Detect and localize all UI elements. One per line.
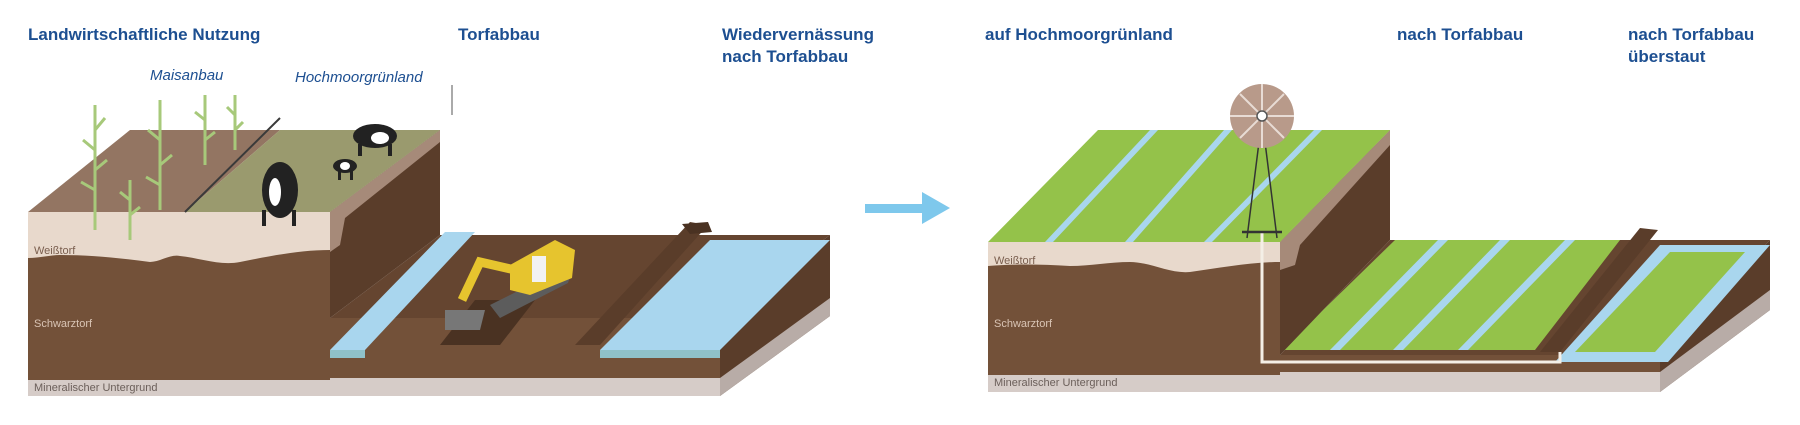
label-white-peat: Weißtorf xyxy=(34,245,76,257)
subtitle-maize: Maisanbau xyxy=(150,67,224,84)
dam-ridge xyxy=(1540,228,1658,352)
calf-icon xyxy=(333,159,357,180)
cow-icon xyxy=(353,124,397,156)
maize-plants-icon xyxy=(80,95,245,240)
title-rewetting-line1: Wiedervernässung xyxy=(722,25,874,44)
slab-right-mineral xyxy=(1660,290,1770,392)
title-grassland: auf Hochmoorgrünland xyxy=(985,25,1173,44)
white-peat-band xyxy=(28,212,330,264)
mineral-front xyxy=(988,372,1660,392)
dam-ridge-top xyxy=(682,222,712,234)
excavator-icon xyxy=(445,240,575,330)
label-mineral: Mineralischer Untergrund xyxy=(34,382,158,394)
slab-right-side xyxy=(720,235,830,396)
label-mineral: Mineralischer Untergrund xyxy=(994,377,1118,389)
after-block: Weißtorf Schwarztorf Mineralischer Unter… xyxy=(988,84,1770,392)
title-after-extraction: nach Torfabbau xyxy=(1397,25,1523,44)
rewetting-water xyxy=(600,240,830,350)
arrow-right-icon xyxy=(865,192,950,224)
label-black-peat: Schwarztorf xyxy=(994,318,1053,330)
title-peat-extraction: Torfabbau xyxy=(458,25,540,44)
rewetting-water-edge xyxy=(600,350,720,358)
upper-block-right xyxy=(330,130,440,318)
flooded-basin-grass xyxy=(1575,252,1745,352)
upper-block-right xyxy=(1280,130,1390,355)
windmill-icon xyxy=(1230,84,1294,239)
label-black-peat: Schwarztorf xyxy=(34,318,93,330)
title-flooded-line2: überstaut xyxy=(1628,47,1706,66)
grassland-field xyxy=(185,130,440,212)
dam-ridge xyxy=(575,222,708,345)
subtitle-grassland: Hochmoorgrünland xyxy=(295,69,423,86)
upper-edge xyxy=(330,130,440,252)
white-peat-band xyxy=(988,242,1280,273)
left-channel-water xyxy=(330,232,475,350)
title-agriculture: Landwirtschaftliche Nutzung xyxy=(28,25,260,44)
lower-ditches xyxy=(1330,240,1575,350)
title-rewetting-line2: nach Torfabbau xyxy=(722,47,848,66)
upper-ditches xyxy=(1045,130,1322,242)
title-flooded-line1: nach Torfabbau xyxy=(1628,25,1754,44)
maize-field xyxy=(28,130,280,212)
upper-edge xyxy=(1280,130,1390,270)
drainage-pipe xyxy=(1260,232,1562,364)
before-block: Weißtorf Schwarztorf Mineralischer Unter… xyxy=(28,85,830,396)
slab-right-mineral xyxy=(720,298,830,396)
cow-grazing-icon xyxy=(262,162,298,226)
left-channel-edge xyxy=(330,350,365,358)
mineral-front xyxy=(28,378,720,396)
label-white-peat: Weißtorf xyxy=(994,255,1036,267)
fence xyxy=(184,117,281,213)
upper-block-front xyxy=(988,242,1280,375)
